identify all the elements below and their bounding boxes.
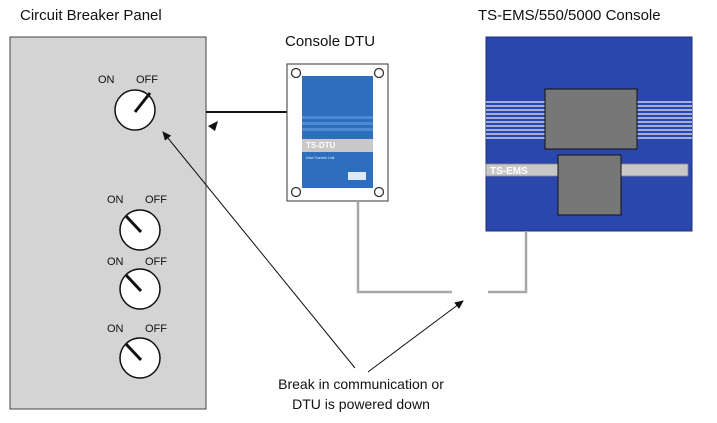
power-direction-arrowhead — [208, 121, 218, 131]
console-title: TS-EMS/550/5000 Console — [478, 7, 661, 24]
breaker-switch-2 — [119, 209, 161, 251]
switch-4-off-label: OFF — [145, 323, 167, 335]
breaker-switch-1 — [114, 89, 156, 131]
switch-2-off-label: OFF — [145, 194, 167, 206]
console-dtu-device — [286, 63, 389, 202]
circuit-breaker-panel — [9, 36, 207, 410]
breaker-switch-4 — [119, 337, 161, 379]
dtu-sub-text: Data Transfer Unit — [306, 156, 334, 160]
switch-3-on-label: ON — [107, 256, 124, 268]
break-caption: Break in communication or DTU is powered… — [236, 374, 486, 414]
switch-3-off-label: OFF — [145, 256, 167, 268]
caption-line-2: DTU is powered down — [292, 396, 430, 412]
comm-cable-dtu-side — [356, 201, 452, 294]
callout-arrow-to-breaker — [162, 131, 356, 369]
switch-4-on-label: ON — [107, 323, 124, 335]
caption-line-1: Break in communication or — [278, 376, 444, 392]
switch-2-on-label: ON — [107, 194, 124, 206]
comm-cable-console-side — [488, 231, 528, 294]
switch-1-on-label: ON — [98, 74, 115, 86]
panel-title: Circuit Breaker Panel — [20, 7, 162, 24]
callout-arrow-to-break — [367, 300, 464, 373]
console-badge: TS-EMS — [490, 166, 528, 177]
dtu-badge: TS-DTU — [306, 141, 336, 150]
switch-1-off-label: OFF — [136, 74, 158, 86]
ts-ems-console — [485, 36, 693, 232]
dtu-title: Console DTU — [285, 33, 376, 50]
breaker-switch-3 — [119, 268, 161, 310]
